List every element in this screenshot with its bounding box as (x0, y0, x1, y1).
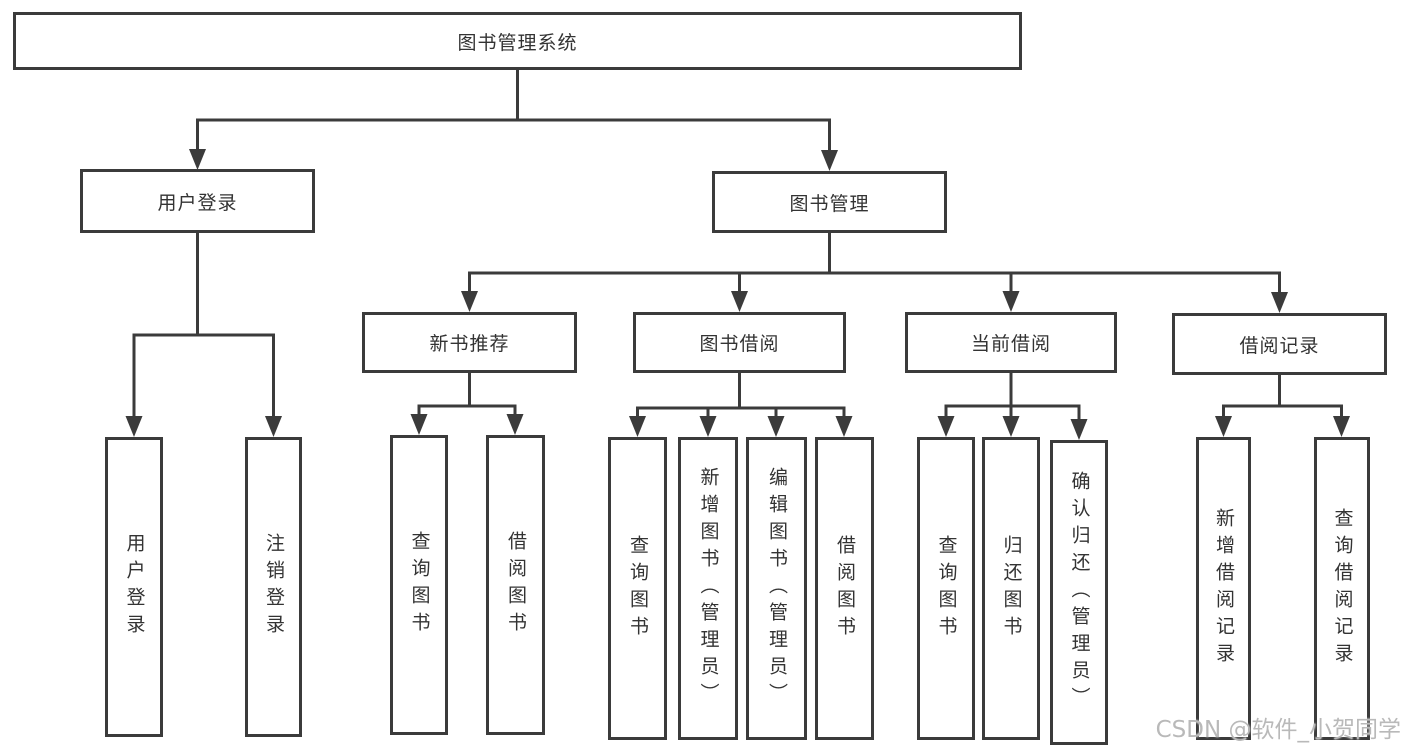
node-label: 借阅图书 (834, 534, 856, 643)
node-label: 图书借阅 (699, 333, 780, 355)
node-label: 查询图书 (408, 531, 431, 639)
node-label: 归还图书 (1000, 534, 1023, 643)
node-user-login-action: 用户登录 (105, 437, 163, 737)
node-book-borrow: 图书借阅 (633, 312, 846, 373)
node-cb-confirm-return-admin: 确认归还（管理员） (1050, 440, 1108, 745)
node-cb-return-books: 归还图书 (982, 437, 1040, 740)
node-cb-query-books: 查询图书 (917, 437, 975, 740)
node-label: 查询借阅记录 (1331, 507, 1354, 670)
node-br-query-record: 查询借阅记录 (1314, 437, 1370, 740)
node-label: 编辑图书（管理员） (766, 467, 788, 710)
node-bb-edit-books-admin: 编辑图书（管理员） (746, 437, 807, 740)
node-label: 借阅图书 (505, 531, 527, 639)
node-bb-borrow-books: 借阅图书 (815, 437, 874, 740)
node-library-management-system: 图书管理系统 (13, 12, 1022, 70)
node-borrow-record: 借阅记录 (1172, 313, 1387, 375)
node-logout-action: 注销登录 (245, 437, 302, 737)
node-label: 注销登录 (263, 533, 285, 641)
node-label: 用户登录 (123, 533, 146, 641)
node-label: 图书管理系统 (457, 31, 578, 54)
node-user-login: 用户登录 (80, 169, 315, 233)
node-label: 借阅记录 (1239, 334, 1320, 357)
node-label: 查询图书 (627, 534, 649, 643)
node-current-borrow: 当前借阅 (905, 312, 1117, 373)
node-book-management: 图书管理 (712, 171, 947, 233)
node-br-add-record: 新增借阅记录 (1196, 437, 1251, 740)
node-bb-add-books-admin: 新增图书（管理员） (678, 437, 738, 740)
node-label: 图书管理 (789, 192, 870, 215)
node-label: 新增图书（管理员） (697, 467, 720, 710)
node-nb-query-books: 查询图书 (390, 435, 448, 735)
node-label: 新书推荐 (429, 333, 510, 355)
node-bb-query-books: 查询图书 (608, 437, 667, 740)
node-label: 新增借阅记录 (1213, 507, 1235, 670)
node-label: 确认归还（管理员） (1068, 471, 1091, 714)
node-label: 当前借阅 (970, 333, 1051, 355)
node-new-book-recommend: 新书推荐 (362, 312, 577, 373)
node-label: 用户登录 (157, 191, 238, 214)
watermark: CSDN @软件_小贺同学 (1155, 717, 1401, 743)
node-nb-borrow-books: 借阅图书 (486, 435, 545, 735)
node-label: 查询图书 (935, 534, 958, 643)
